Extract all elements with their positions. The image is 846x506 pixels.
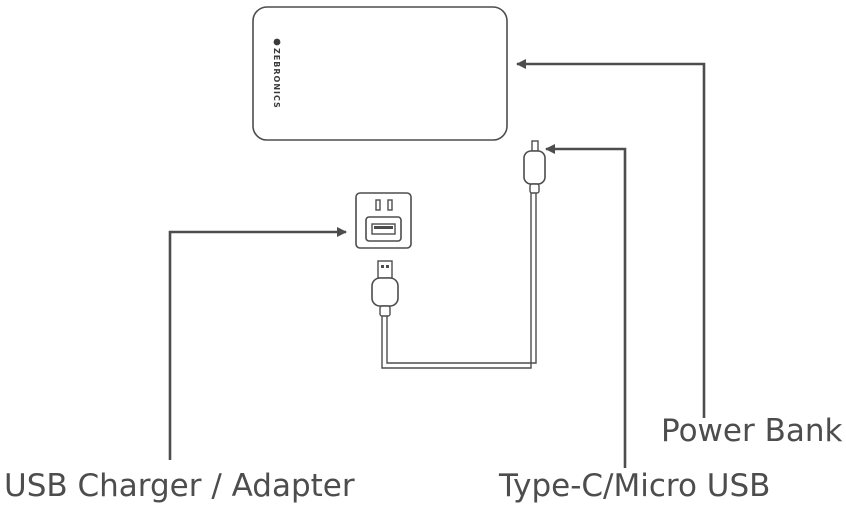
power-bank-label: Power Bank bbox=[661, 413, 843, 449]
power-bank-callout-arrow bbox=[516, 59, 706, 418]
usb-charger-callout-arrow bbox=[168, 227, 347, 460]
adapter-prong-right bbox=[387, 199, 393, 211]
zebronics-logo: ZEBRONICS bbox=[272, 38, 281, 109]
power-bank-device: ZEBRONICS bbox=[252, 6, 508, 141]
type-c-micro-usb-label: Type-C/Micro USB bbox=[499, 468, 771, 504]
adapter-prong-left bbox=[375, 199, 381, 211]
brand-mark-icon bbox=[273, 38, 281, 46]
usb-charger-label: USB Charger / Adapter bbox=[4, 468, 355, 504]
type-c-micro-usb-plug bbox=[523, 140, 546, 194]
adapter-usb-port-contacts bbox=[374, 226, 393, 229]
usb-a-plug bbox=[371, 260, 399, 317]
usb-wall-adapter bbox=[355, 192, 412, 249]
cable-callout-arrow bbox=[545, 144, 627, 468]
brand-name: ZEBRONICS bbox=[272, 48, 281, 109]
charging-cable bbox=[381, 193, 537, 369]
